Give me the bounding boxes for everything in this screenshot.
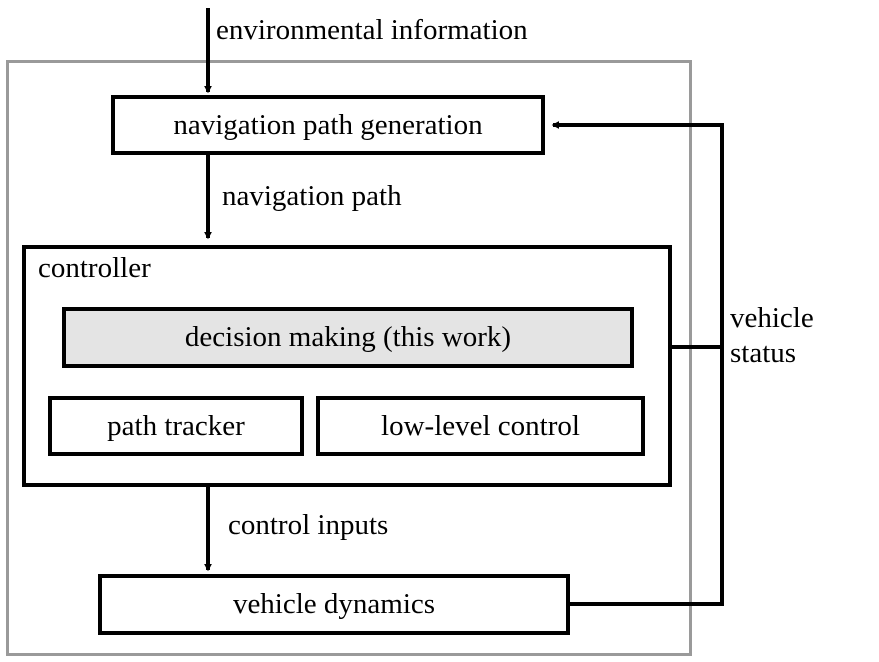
label-control-inputs: control inputs	[228, 509, 389, 541]
box-decision-making: decision making (this work)	[62, 307, 634, 368]
label-navigation-path: navigation path	[222, 180, 402, 212]
label-controller: controller	[38, 252, 151, 284]
label-vehicle-status-line2: status	[730, 337, 797, 369]
box-path-tracker: path tracker	[48, 396, 304, 456]
label-vehicle-status-line1: vehicle	[730, 302, 814, 334]
box-low-level-control: low-level control	[316, 396, 645, 456]
box-navigation-path-generation: navigation path generation	[111, 95, 545, 155]
box-vehicle-dynamics: vehicle dynamics	[98, 574, 570, 635]
label-environmental-information: environmental information	[216, 14, 528, 46]
